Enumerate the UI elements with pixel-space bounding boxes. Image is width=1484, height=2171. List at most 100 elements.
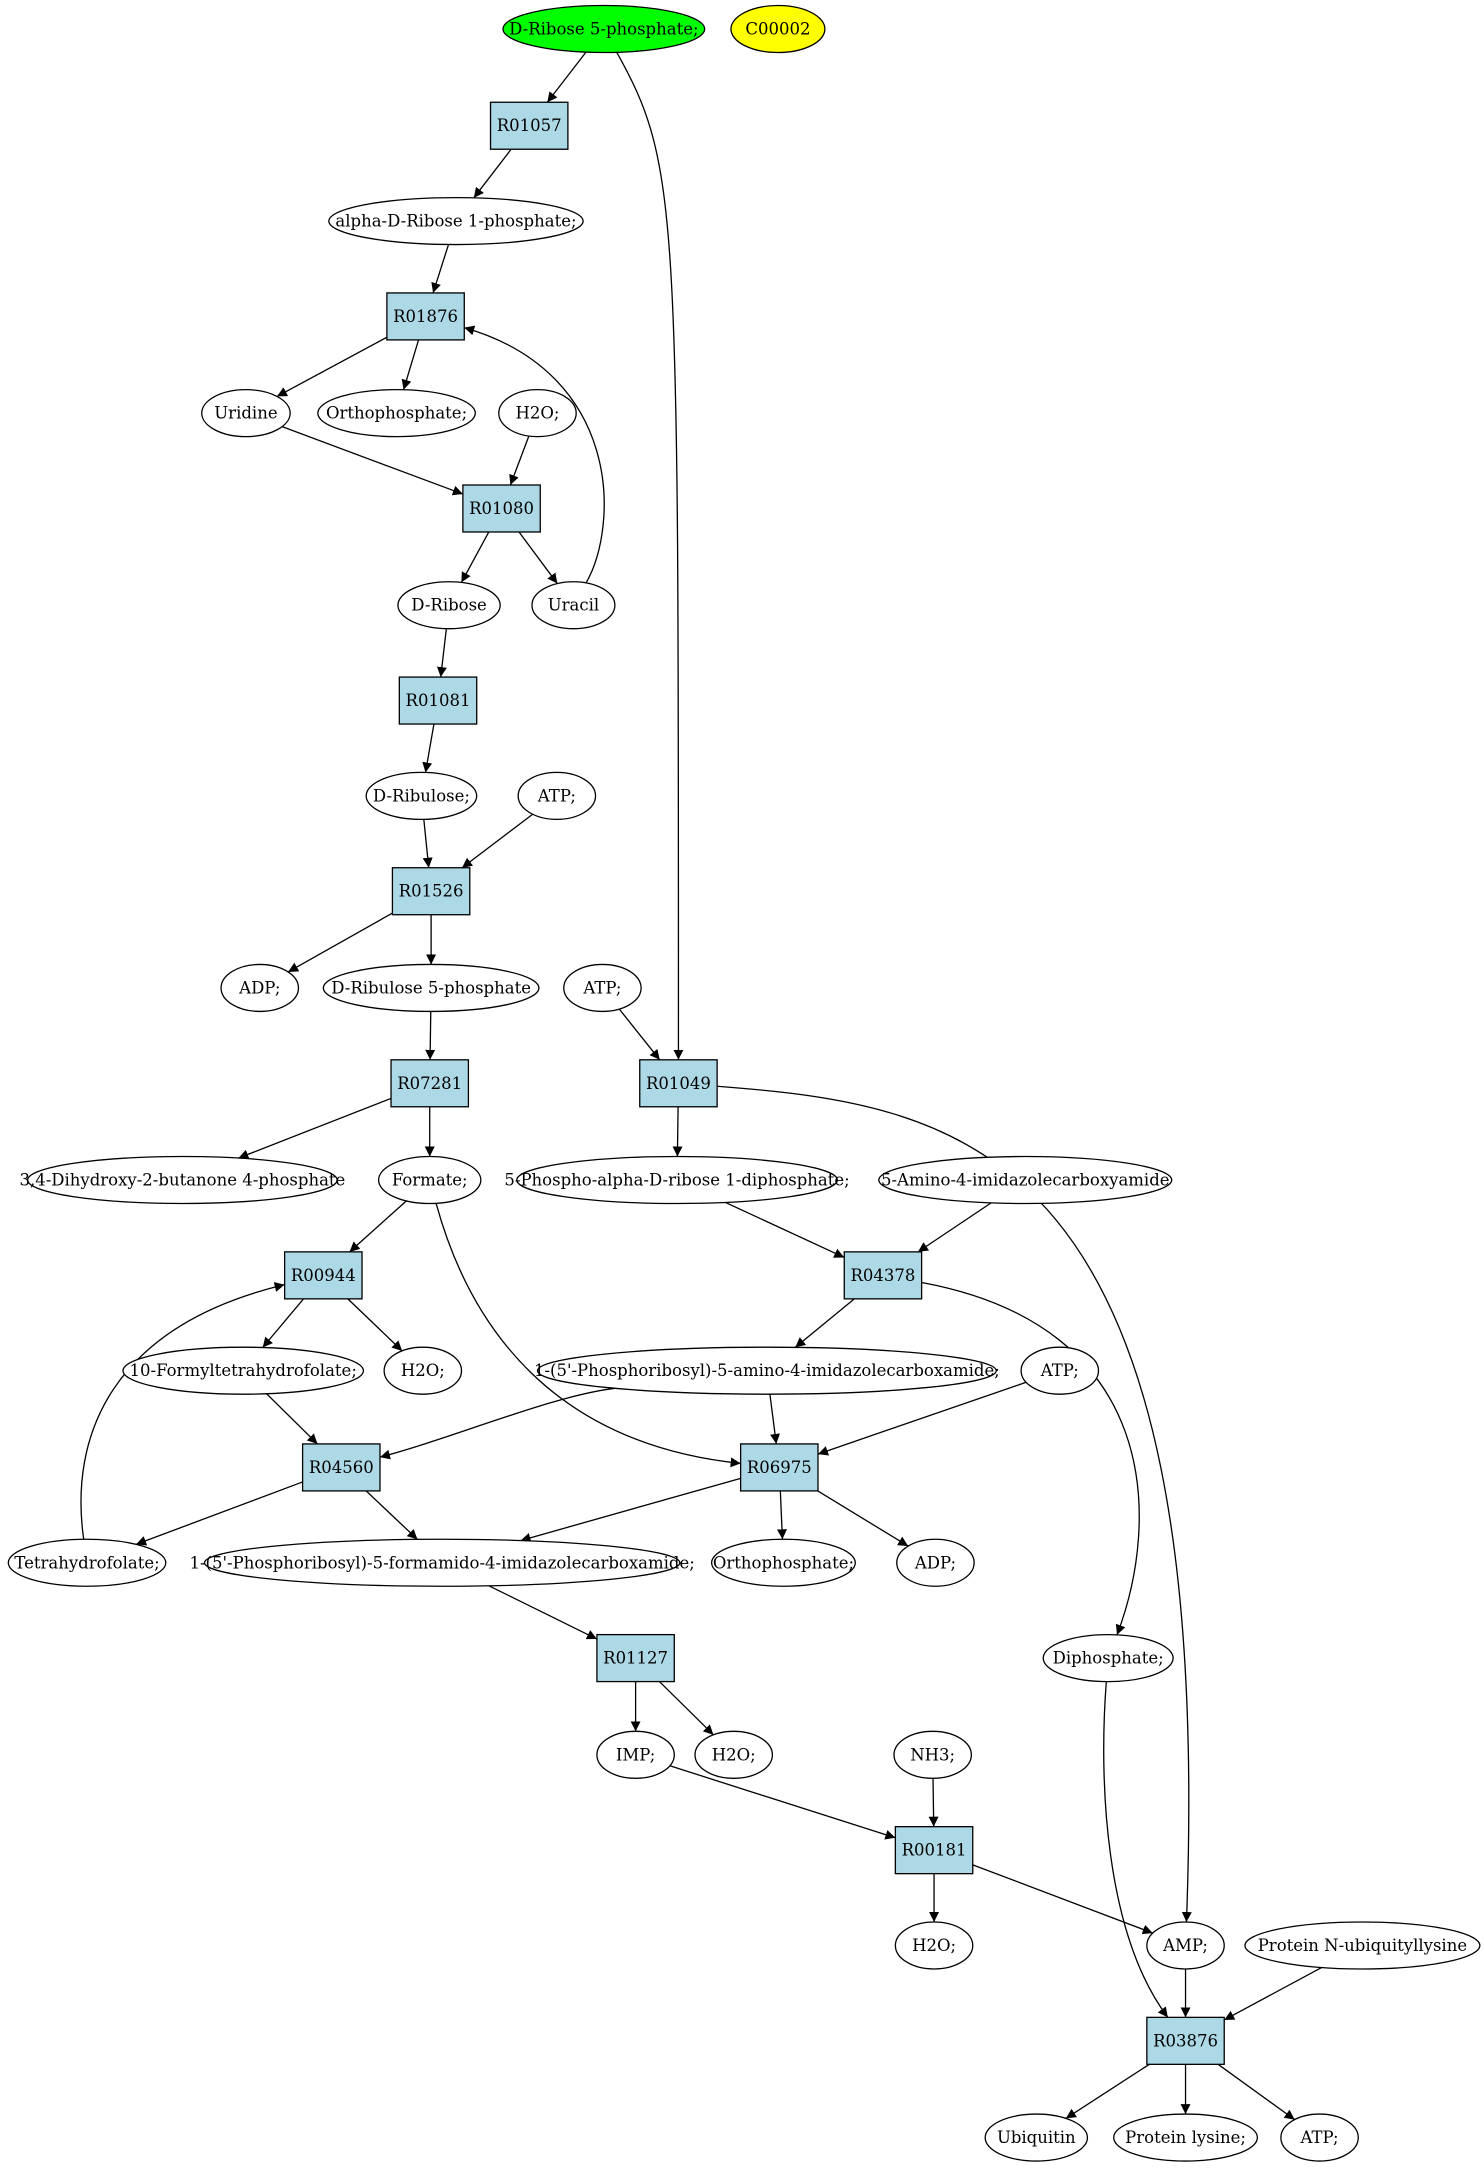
compound-ellipse (694, 1730, 774, 1779)
node-label: 5-Phospho-alpha-D-ribose 1-diphosphate; (504, 1171, 849, 1190)
compound-node-n_plys[interactable]: Protein lysine; (1113, 2113, 1259, 2162)
compound-node-n_h2o_d[interactable]: H2O; (894, 1921, 974, 1970)
node-label: AMP; (1162, 1936, 1208, 1955)
node-label: 1-(5'-Phosphoribosyl)-5-formamido-4-imid… (189, 1553, 694, 1572)
node-label: R01876 (393, 307, 458, 326)
compound-node-n_dribose[interactable]: D-Ribose (397, 581, 501, 630)
node-label: ATP; (1300, 2128, 1339, 2147)
compound-node-n_ortho2[interactable]: Orthophosphate; (710, 1538, 856, 1587)
reaction-node-r_R01127[interactable]: R01127 (596, 1633, 675, 1683)
reaction-node-r_R04560[interactable]: R04560 (301, 1443, 381, 1492)
node-label: R01526 (399, 882, 464, 901)
reaction-node-r_R01876[interactable]: R01876 (386, 292, 465, 341)
node-label: R06975 (747, 1458, 812, 1477)
compound-node-n_atp_c[interactable]: ATP; (1020, 1346, 1100, 1395)
reaction-box (301, 1443, 381, 1492)
edge-r_R04560-to-n_thf (135, 1481, 303, 1546)
compound-ellipse (1020, 1346, 1100, 1395)
node-label: R04560 (309, 1458, 374, 1477)
reaction-box (843, 1251, 923, 1300)
compound-ellipse (220, 963, 300, 1013)
compound-node-n_atp_a[interactable]: ATP; (517, 771, 597, 821)
edge-n_diphos-to-r_R03876 (1103, 1681, 1169, 2018)
edge-n_atp_c-to-r_R06975 (817, 1381, 1027, 1456)
edge-r_R01049-to-n_amp (717, 1085, 1192, 1923)
edge-n_uridine-to-r_R01080 (281, 426, 464, 496)
node-label: D-Ribose 5-phosphate; (509, 20, 698, 39)
compound-node-n_uridine[interactable]: Uridine (201, 389, 291, 438)
node-label: ATP; (582, 978, 621, 997)
compound-ellipse (531, 581, 616, 630)
edge-n_atp_a-to-r_R01526 (461, 813, 534, 869)
edge-n_h2o_a-to-r_R01080 (509, 435, 530, 486)
compound-node-n_thf[interactable]: Tetrahydrofolate; (7, 1538, 167, 1587)
compound-node-n_amp[interactable]: AMP; (1146, 1921, 1225, 1970)
compound-node-n_dhbp[interactable]: 3,4-Dihydroxy-2-butanone 4-phosphate (19, 1155, 345, 1205)
node-label: ATP; (1040, 1361, 1079, 1380)
compound-node-n_r5p[interactable]: D-Ribose 5-phosphate; (502, 4, 706, 54)
compound-node-n_nh3[interactable]: NH3; (893, 1730, 973, 1779)
edge-n_pnul-to-r_R03876 (1223, 1966, 1322, 2021)
edge-n_faicar-to-r_R01127 (488, 1585, 598, 1640)
edge-n_uracil-to-r_R01876 (464, 325, 605, 584)
compound-node-n_adp_a[interactable]: ADP; (220, 963, 300, 1013)
compound-node-n_dru5p[interactable]: D-Ribulose 5-phosphate (322, 963, 540, 1013)
node-label: D-Ribulose 5-phosphate (331, 978, 531, 997)
edge-r_R01876-to-n_ortho1 (401, 339, 420, 390)
compound-node-n_c00002[interactable]: C00002 (730, 4, 826, 54)
reaction-box (739, 1443, 819, 1492)
compound-node-n_ortho1[interactable]: Orthophosphate; (317, 389, 476, 438)
node-label: 3,4-Dihydroxy-2-butanone 4-phosphate (19, 1171, 345, 1190)
reaction-node-r_R04378[interactable]: R04378 (843, 1251, 923, 1300)
reaction-node-r_R01080[interactable]: R01080 (462, 484, 541, 533)
compound-node-n_h2o_c[interactable]: H2O; (694, 1730, 774, 1779)
compound-ellipse (498, 389, 577, 438)
reaction-node-r_R01049[interactable]: R01049 (639, 1059, 718, 1108)
edge-r_R01876-to-n_uridine (276, 336, 388, 397)
compound-node-n_h2o_b[interactable]: H2O; (383, 1346, 463, 1395)
compound-node-n_formate[interactable]: Formate; (377, 1155, 482, 1205)
reaction-node-r_R01081[interactable]: R01081 (398, 676, 478, 725)
compound-node-n_prpp[interactable]: 5-Phospho-alpha-D-ribose 1-diphosphate; (504, 1155, 850, 1205)
compound-node-n_ubiq[interactable]: Ubiquitin (984, 2113, 1089, 2162)
compound-node-n_aica[interactable]: 5-Amino-4-imidazolecarboxyamide (878, 1155, 1173, 1205)
reaction-box (386, 292, 465, 341)
edge-n_dru5p-to-r_R07281 (425, 1011, 436, 1060)
compound-node-n_10fthf[interactable]: 10-Formyltetrahydrofolate; (122, 1346, 365, 1395)
reaction-node-r_R00944[interactable]: R00944 (283, 1251, 363, 1300)
reaction-node-r_R00181[interactable]: R00181 (894, 1826, 974, 1875)
compound-node-n_adp_b[interactable]: ADP; (896, 1538, 975, 1587)
reaction-node-r_R03876[interactable]: R03876 (1146, 2016, 1225, 2065)
reaction-node-r_R07281[interactable]: R07281 (390, 1059, 470, 1108)
reaction-box (391, 867, 471, 916)
reaction-node-r_R01057[interactable]: R01057 (489, 101, 569, 150)
compound-ellipse (730, 4, 826, 54)
edge-r_R07281-to-n_dhbp (238, 1097, 392, 1160)
compound-node-n_imp[interactable]: IMP; (596, 1730, 675, 1779)
edge-r_R01081-to-n_dribulose (422, 723, 435, 773)
reaction-node-r_R06975[interactable]: R06975 (739, 1443, 819, 1492)
compound-ellipse (596, 1730, 675, 1779)
edge-r_R01049-to-n_prpp (672, 1106, 683, 1157)
node-label: R01127 (603, 1649, 668, 1668)
node-label: 5-Amino-4-imidazolecarboxyamide (881, 1171, 1170, 1190)
edge-n_r5p-to-r_R01057 (546, 51, 587, 103)
node-label: R04378 (850, 1266, 915, 1285)
compound-node-n_h2o_a[interactable]: H2O; (498, 389, 577, 438)
compound-node-n_atp_d[interactable]: ATP; (1280, 2113, 1359, 2162)
compound-node-n_ar1p[interactable]: alpha-D-Ribose 1-phosphate; (328, 196, 584, 246)
node-label: ADP; (914, 1553, 956, 1572)
compound-node-n_atp_b[interactable]: ATP; (563, 963, 642, 1013)
compound-node-n_faicar[interactable]: 1-(5'-Phosphoribosyl)-5-formamido-4-imid… (189, 1538, 695, 1587)
edge-r_R06975-to-n_faicar (520, 1477, 741, 1543)
reaction-node-r_R01526[interactable]: R01526 (391, 867, 471, 916)
compound-ellipse (1146, 1921, 1225, 1970)
compound-node-n_pnul[interactable]: Protein N-ubiquityllysine (1244, 1921, 1481, 1970)
compound-node-n_uracil[interactable]: Uracil (531, 581, 616, 630)
compound-node-n_aicar[interactable]: 1-(5'-Phosphoribosyl)-5-amino-4-imidazol… (534, 1346, 1000, 1395)
compound-node-n_dribulose[interactable]: D-Ribulose; (365, 771, 478, 821)
compound-node-n_diphos[interactable]: Diphosphate; (1042, 1633, 1174, 1683)
reaction-box (462, 484, 541, 533)
edge-n_dribose-to-r_R01081 (436, 628, 447, 678)
node-label: R07281 (397, 1074, 462, 1093)
